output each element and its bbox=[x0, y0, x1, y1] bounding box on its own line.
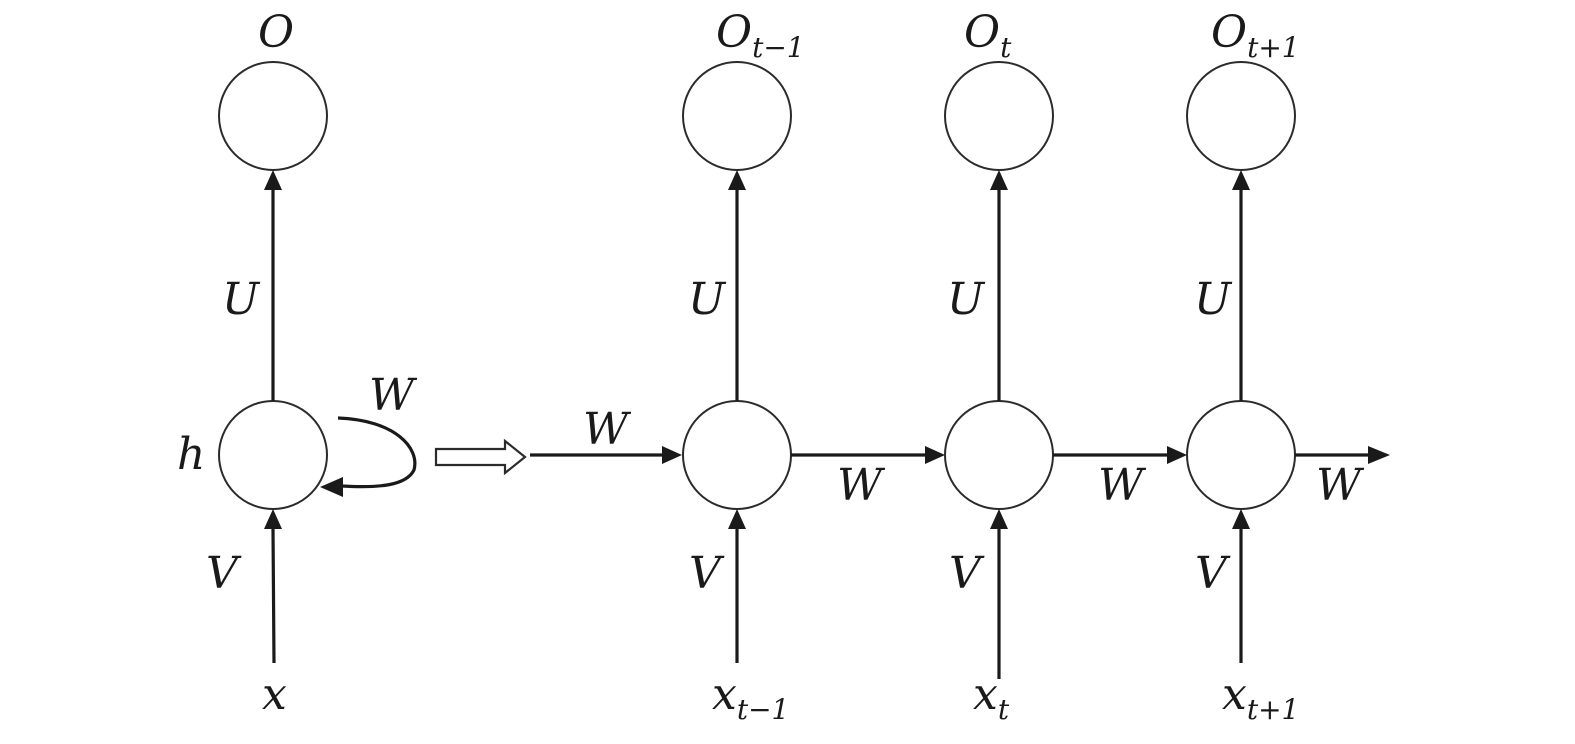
output-letter: O bbox=[1211, 7, 1247, 58]
v-arrowhead bbox=[990, 509, 1008, 529]
output-subscript: t bbox=[1000, 31, 1012, 64]
v-label: V bbox=[689, 548, 725, 599]
output-subscript: t−1 bbox=[752, 31, 805, 64]
folded-u-label: U bbox=[222, 274, 261, 325]
output-label: Ot+1 bbox=[1211, 7, 1300, 64]
folded-u-arrowhead bbox=[264, 170, 282, 190]
v-arrowhead bbox=[728, 509, 746, 529]
input-subscript: t+1 bbox=[1247, 693, 1300, 726]
hidden-node bbox=[682, 400, 792, 510]
input-label: xt bbox=[973, 669, 1010, 726]
folded-output-node bbox=[218, 61, 328, 171]
w-label: W bbox=[1098, 460, 1147, 511]
folded-hidden-label: h bbox=[177, 429, 205, 480]
input-label: xt−1 bbox=[712, 669, 789, 726]
u-label: U bbox=[1194, 274, 1233, 325]
output-letter: O bbox=[964, 7, 1000, 58]
folded-input-label: x bbox=[262, 669, 287, 720]
output-letter: O bbox=[716, 7, 752, 58]
incoming-w-label: W bbox=[583, 404, 632, 455]
output-subscript: t+1 bbox=[1247, 31, 1300, 64]
input-subscript: t−1 bbox=[737, 693, 790, 726]
v-label: V bbox=[1195, 548, 1231, 599]
folded-hidden-node bbox=[218, 400, 328, 510]
folded-v-edge bbox=[271, 528, 276, 664]
output-label: Ot−1 bbox=[716, 7, 805, 64]
w-arrowhead bbox=[1368, 446, 1390, 464]
u-arrowhead bbox=[1232, 170, 1250, 190]
input-letter: x bbox=[1222, 669, 1247, 720]
hollow-right-arrow-icon bbox=[434, 438, 527, 476]
u-arrowhead bbox=[728, 170, 746, 190]
u-arrowhead bbox=[990, 170, 1008, 190]
u-label: U bbox=[947, 274, 986, 325]
output-node bbox=[682, 61, 792, 171]
hidden-node bbox=[944, 400, 1054, 510]
hidden-node bbox=[1186, 400, 1296, 510]
output-node bbox=[944, 61, 1054, 171]
input-letter: x bbox=[712, 669, 737, 720]
v-label: V bbox=[949, 548, 985, 599]
output-label: Ot bbox=[964, 7, 1012, 64]
folded-v-label: V bbox=[206, 548, 242, 599]
w-label: W bbox=[1316, 460, 1365, 511]
folded-output-label: O bbox=[258, 7, 294, 58]
v-arrowhead bbox=[1232, 509, 1250, 529]
input-subscript: t bbox=[998, 693, 1010, 726]
incoming-w-arrowhead bbox=[662, 446, 682, 464]
folded-recurrent-label: W bbox=[369, 370, 418, 421]
u-label: U bbox=[688, 274, 727, 325]
folded-recurrent-edge bbox=[337, 416, 417, 489]
w-label: W bbox=[837, 460, 886, 511]
step-t: Ot U V xt W bbox=[944, 7, 1187, 726]
w-arrowhead bbox=[925, 446, 945, 464]
output-node bbox=[1186, 61, 1296, 171]
folded-recurrent-arrowhead bbox=[320, 477, 343, 497]
input-letter: x bbox=[973, 669, 998, 720]
step-t-minus-1: Ot−1 U V xt−1 W bbox=[682, 7, 945, 726]
folded-v-arrowhead bbox=[264, 509, 282, 529]
w-arrowhead bbox=[1167, 446, 1187, 464]
step-t-plus-1: Ot+1 U V xt+1 W bbox=[1186, 7, 1390, 726]
input-label: xt+1 bbox=[1222, 669, 1299, 726]
